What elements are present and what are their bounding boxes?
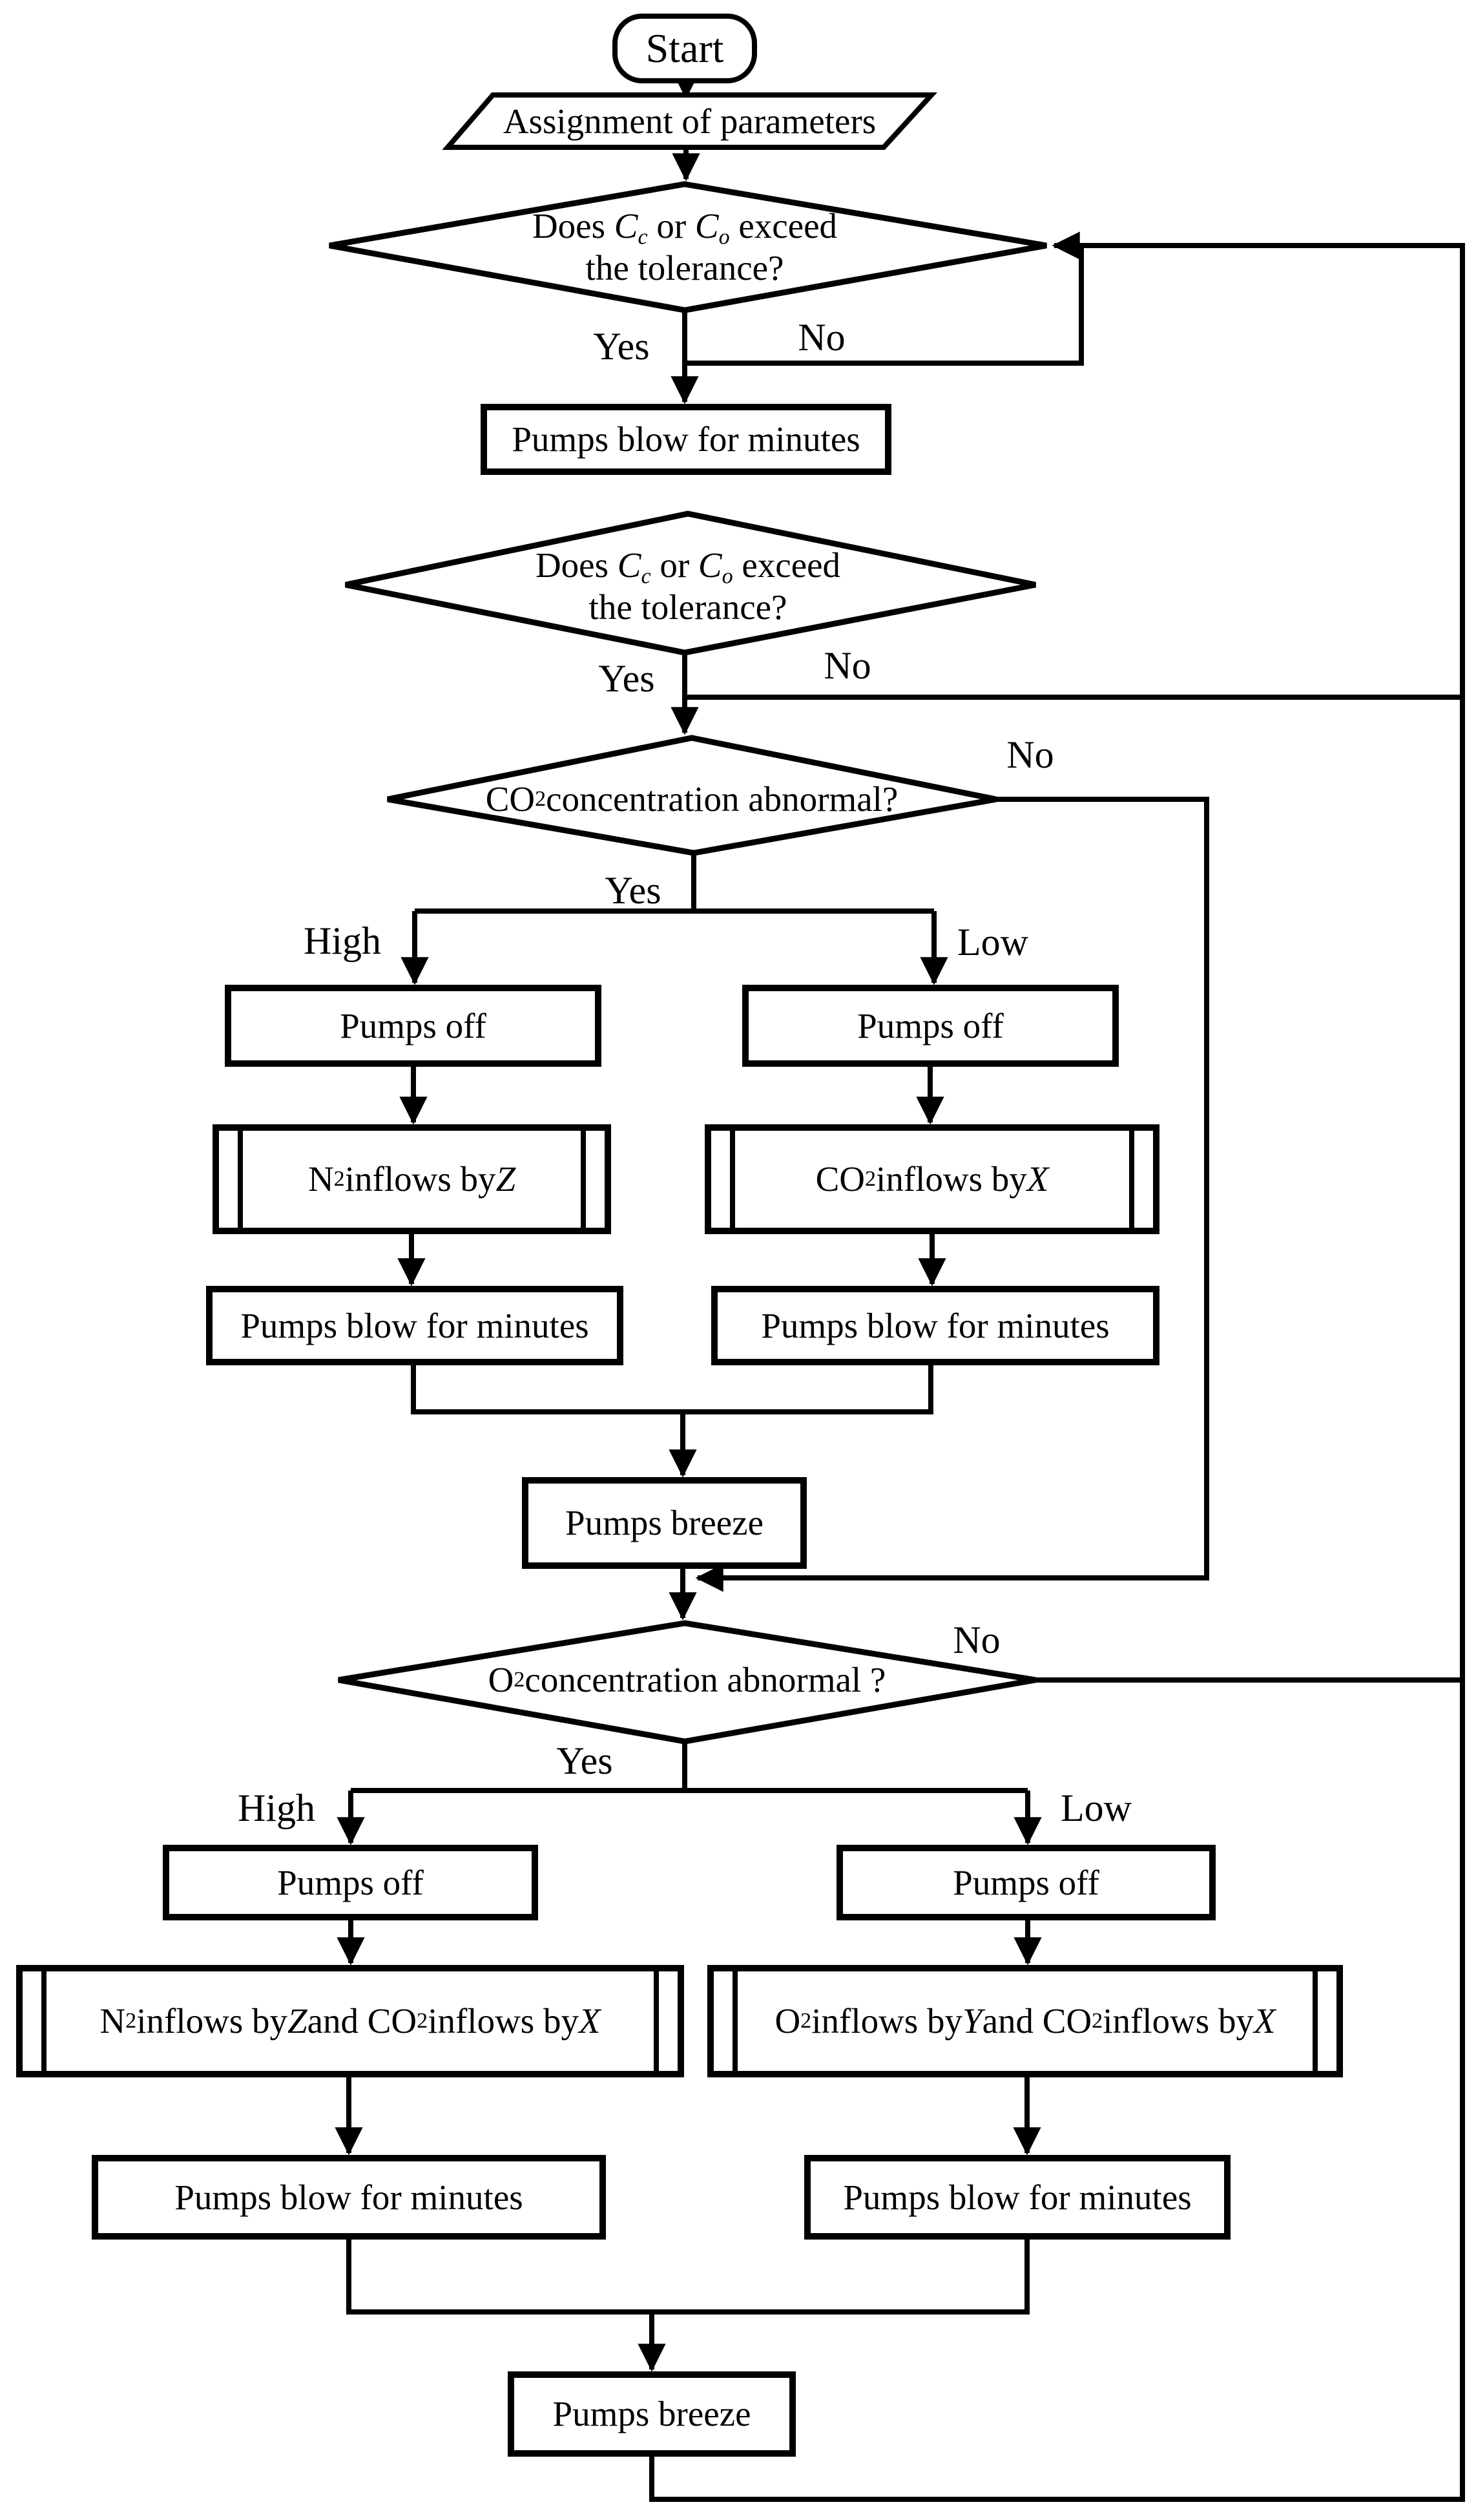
n2-co2-inflow-shape bbox=[16, 1965, 684, 2077]
o2-yes-label: Yes bbox=[556, 1739, 613, 1782]
assignment-parallelogram-shape bbox=[442, 92, 938, 150]
pumps-off-o2-high-shape bbox=[163, 1845, 538, 1920]
check-tolerance-2-label: Does Cc or Co exceed the tolerance? bbox=[365, 540, 1011, 633]
pumps-off-o2-high-label: Pumps off bbox=[277, 1862, 424, 1902]
co2-yes-label: Yes bbox=[605, 868, 661, 912]
assignment-label: Assignment of parameters bbox=[503, 101, 877, 141]
pumps-off-o2-low-shape bbox=[837, 1845, 1216, 1920]
check-tolerance-1-diamond-shape bbox=[329, 181, 1047, 313]
pumps-off-o2-low-label: Pumps off bbox=[953, 1862, 1099, 1902]
co2-low-label: Low bbox=[957, 920, 1028, 963]
pumps-off-co2-high-label: Pumps off bbox=[340, 1005, 486, 1045]
n2-inflow-sidebars bbox=[238, 1128, 586, 1231]
co2-inflow-shape bbox=[705, 1124, 1159, 1234]
co2-abnormal-diamond-shape bbox=[387, 735, 997, 856]
check-tolerance-2-line2: the tolerance? bbox=[588, 587, 787, 627]
co2-high-label: High bbox=[304, 919, 381, 962]
blow-co2-low-label: Pumps blow for minutes bbox=[761, 1305, 1110, 1345]
blow-1-shape bbox=[481, 404, 891, 475]
check-tolerance-1-label: Does Cc or Co exceed the tolerance? bbox=[362, 200, 1008, 294]
breeze-2-label: Pumps breeze bbox=[552, 2394, 751, 2434]
blow-co2-high-shape bbox=[206, 1286, 623, 1365]
start-label: Start bbox=[645, 25, 724, 72]
check-tolerance-1-line1: Does Cc or Co exceed bbox=[532, 206, 838, 249]
edge-merge1-line bbox=[411, 1362, 933, 1414]
blow-co2-high-label: Pumps blow for minutes bbox=[240, 1305, 589, 1345]
pumps-off-co2-high-shape bbox=[225, 985, 601, 1067]
breeze-1-label: Pumps breeze bbox=[565, 1503, 764, 1543]
check-tolerance-1-line2: the tolerance? bbox=[585, 247, 784, 288]
co2-inflow-sidebars bbox=[730, 1128, 1134, 1231]
check1-no-label: No bbox=[798, 315, 846, 359]
check2-yes-label: Yes bbox=[598, 656, 655, 700]
o2-co2-inflow-sidebars bbox=[733, 1968, 1318, 2074]
edge-bottom-return-loop-line bbox=[649, 231, 1465, 2502]
pumps-off-co2-low-label: Pumps off bbox=[857, 1005, 1004, 1045]
check1-yes-label: Yes bbox=[593, 324, 650, 368]
check2-no-label: No bbox=[824, 644, 871, 687]
n2-co2-inflow-sidebars bbox=[41, 1968, 659, 2074]
blow-o2-low-shape bbox=[804, 2155, 1231, 2240]
blow-1-label: Pumps blow for minutes bbox=[512, 419, 860, 459]
check-tolerance-2-diamond-shape bbox=[345, 510, 1036, 656]
breeze-2-shape bbox=[508, 2371, 796, 2457]
o2-no-label: No bbox=[953, 1618, 1001, 1661]
o2-abnormal-diamond-shape bbox=[338, 1620, 1036, 1745]
blow-co2-low-shape bbox=[711, 1286, 1159, 1365]
blow-o2-high-label: Pumps blow for minutes bbox=[174, 2177, 523, 2217]
co2-no-label: No bbox=[1006, 733, 1054, 776]
n2-inflow-shape bbox=[213, 1124, 611, 1234]
o2-high-label: High bbox=[238, 1786, 315, 1829]
pumps-off-co2-low-shape bbox=[742, 985, 1119, 1067]
check-tolerance-2-line1: Does Cc or Co exceed bbox=[535, 545, 841, 589]
o2-low-label: Low bbox=[1061, 1786, 1132, 1829]
blow-o2-low-label: Pumps blow for minutes bbox=[843, 2177, 1192, 2217]
o2-co2-inflow-shape bbox=[707, 1965, 1343, 2077]
edge-co2-no-bypass-line bbox=[695, 797, 1209, 1592]
blow-o2-high-shape bbox=[92, 2155, 606, 2240]
breeze-1-shape bbox=[522, 1477, 807, 1569]
edge-check1-no-loop-line bbox=[685, 248, 1084, 366]
start-terminator-shape bbox=[612, 14, 757, 83]
edge-merge2-line bbox=[346, 2236, 1030, 2315]
